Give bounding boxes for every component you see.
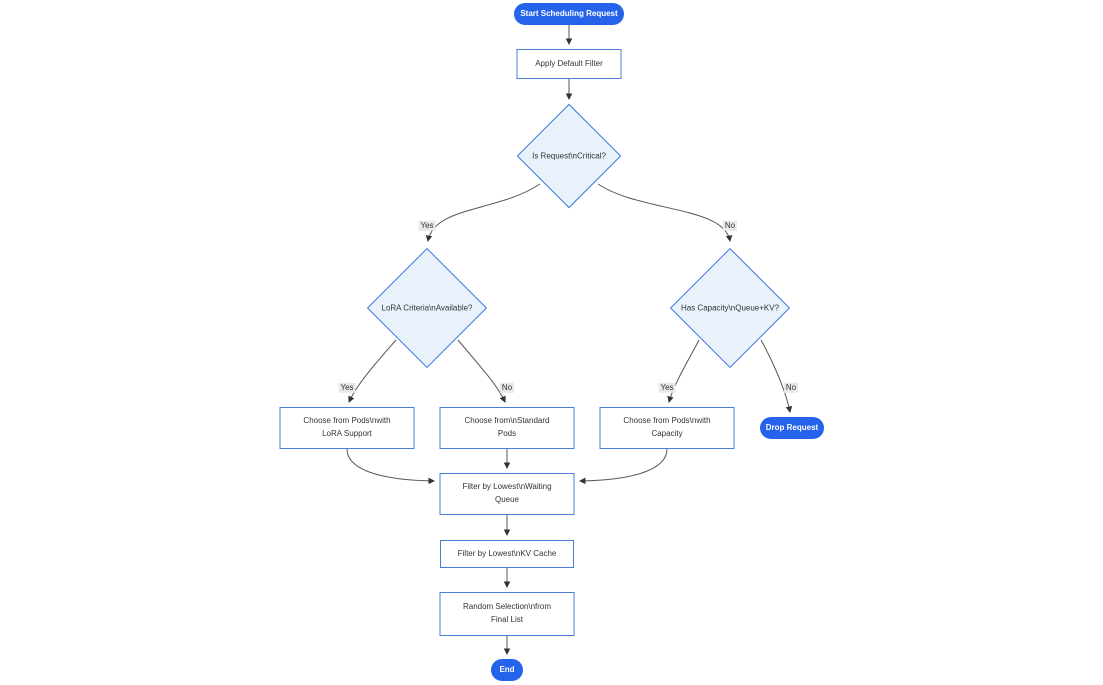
node-start: Start Scheduling Request <box>514 3 624 25</box>
edge-chooselora-filterqueue <box>346 448 435 485</box>
node-lora-criteria-available-label: LoRA Criteria\nAvailable? <box>381 303 473 313</box>
edge-label-critical-yes: Yes <box>418 220 436 232</box>
node-choose-pods-lora: Choose from Pods\nwith LoRA Support <box>279 407 415 449</box>
edge-label-lora-no: No <box>499 382 515 394</box>
edge-critical-yes <box>425 183 541 242</box>
node-end: End <box>491 659 523 681</box>
node-drop-request: Drop Request <box>760 417 824 439</box>
edge-label-capacity-no: No <box>783 382 799 394</box>
node-random-selection: Random Selection\nfrom Final List <box>439 592 575 636</box>
edge-critical-no <box>597 183 733 242</box>
node-has-capacity-label: Has Capacity\nQueue+KV? <box>680 303 780 313</box>
edge-capacity-no <box>760 339 793 413</box>
edge-lora-yes <box>348 339 397 403</box>
node-choose-standard-pods: Choose from\nStandard Pods <box>439 407 575 449</box>
node-apply-default-filter: Apply Default Filter <box>516 49 622 79</box>
node-choose-pods-capacity: Choose from Pods\nwith Capacity <box>599 407 735 449</box>
edge-label-critical-no: No <box>722 220 738 232</box>
node-filter-waiting-queue: Filter by Lowest\nWaiting Queue <box>439 473 575 515</box>
node-filter-kv-cache: Filter by Lowest\nKV Cache <box>440 540 574 568</box>
edge-label-capacity-yes: Yes <box>658 382 676 394</box>
edge-choosecapacity-filterqueue <box>579 448 668 485</box>
edge-capacity-yes <box>667 339 700 403</box>
edge-lora-no <box>457 339 506 403</box>
edge-label-lora-yes: Yes <box>338 382 356 394</box>
node-is-request-critical-label: Is Request\nCritical? <box>532 151 606 161</box>
